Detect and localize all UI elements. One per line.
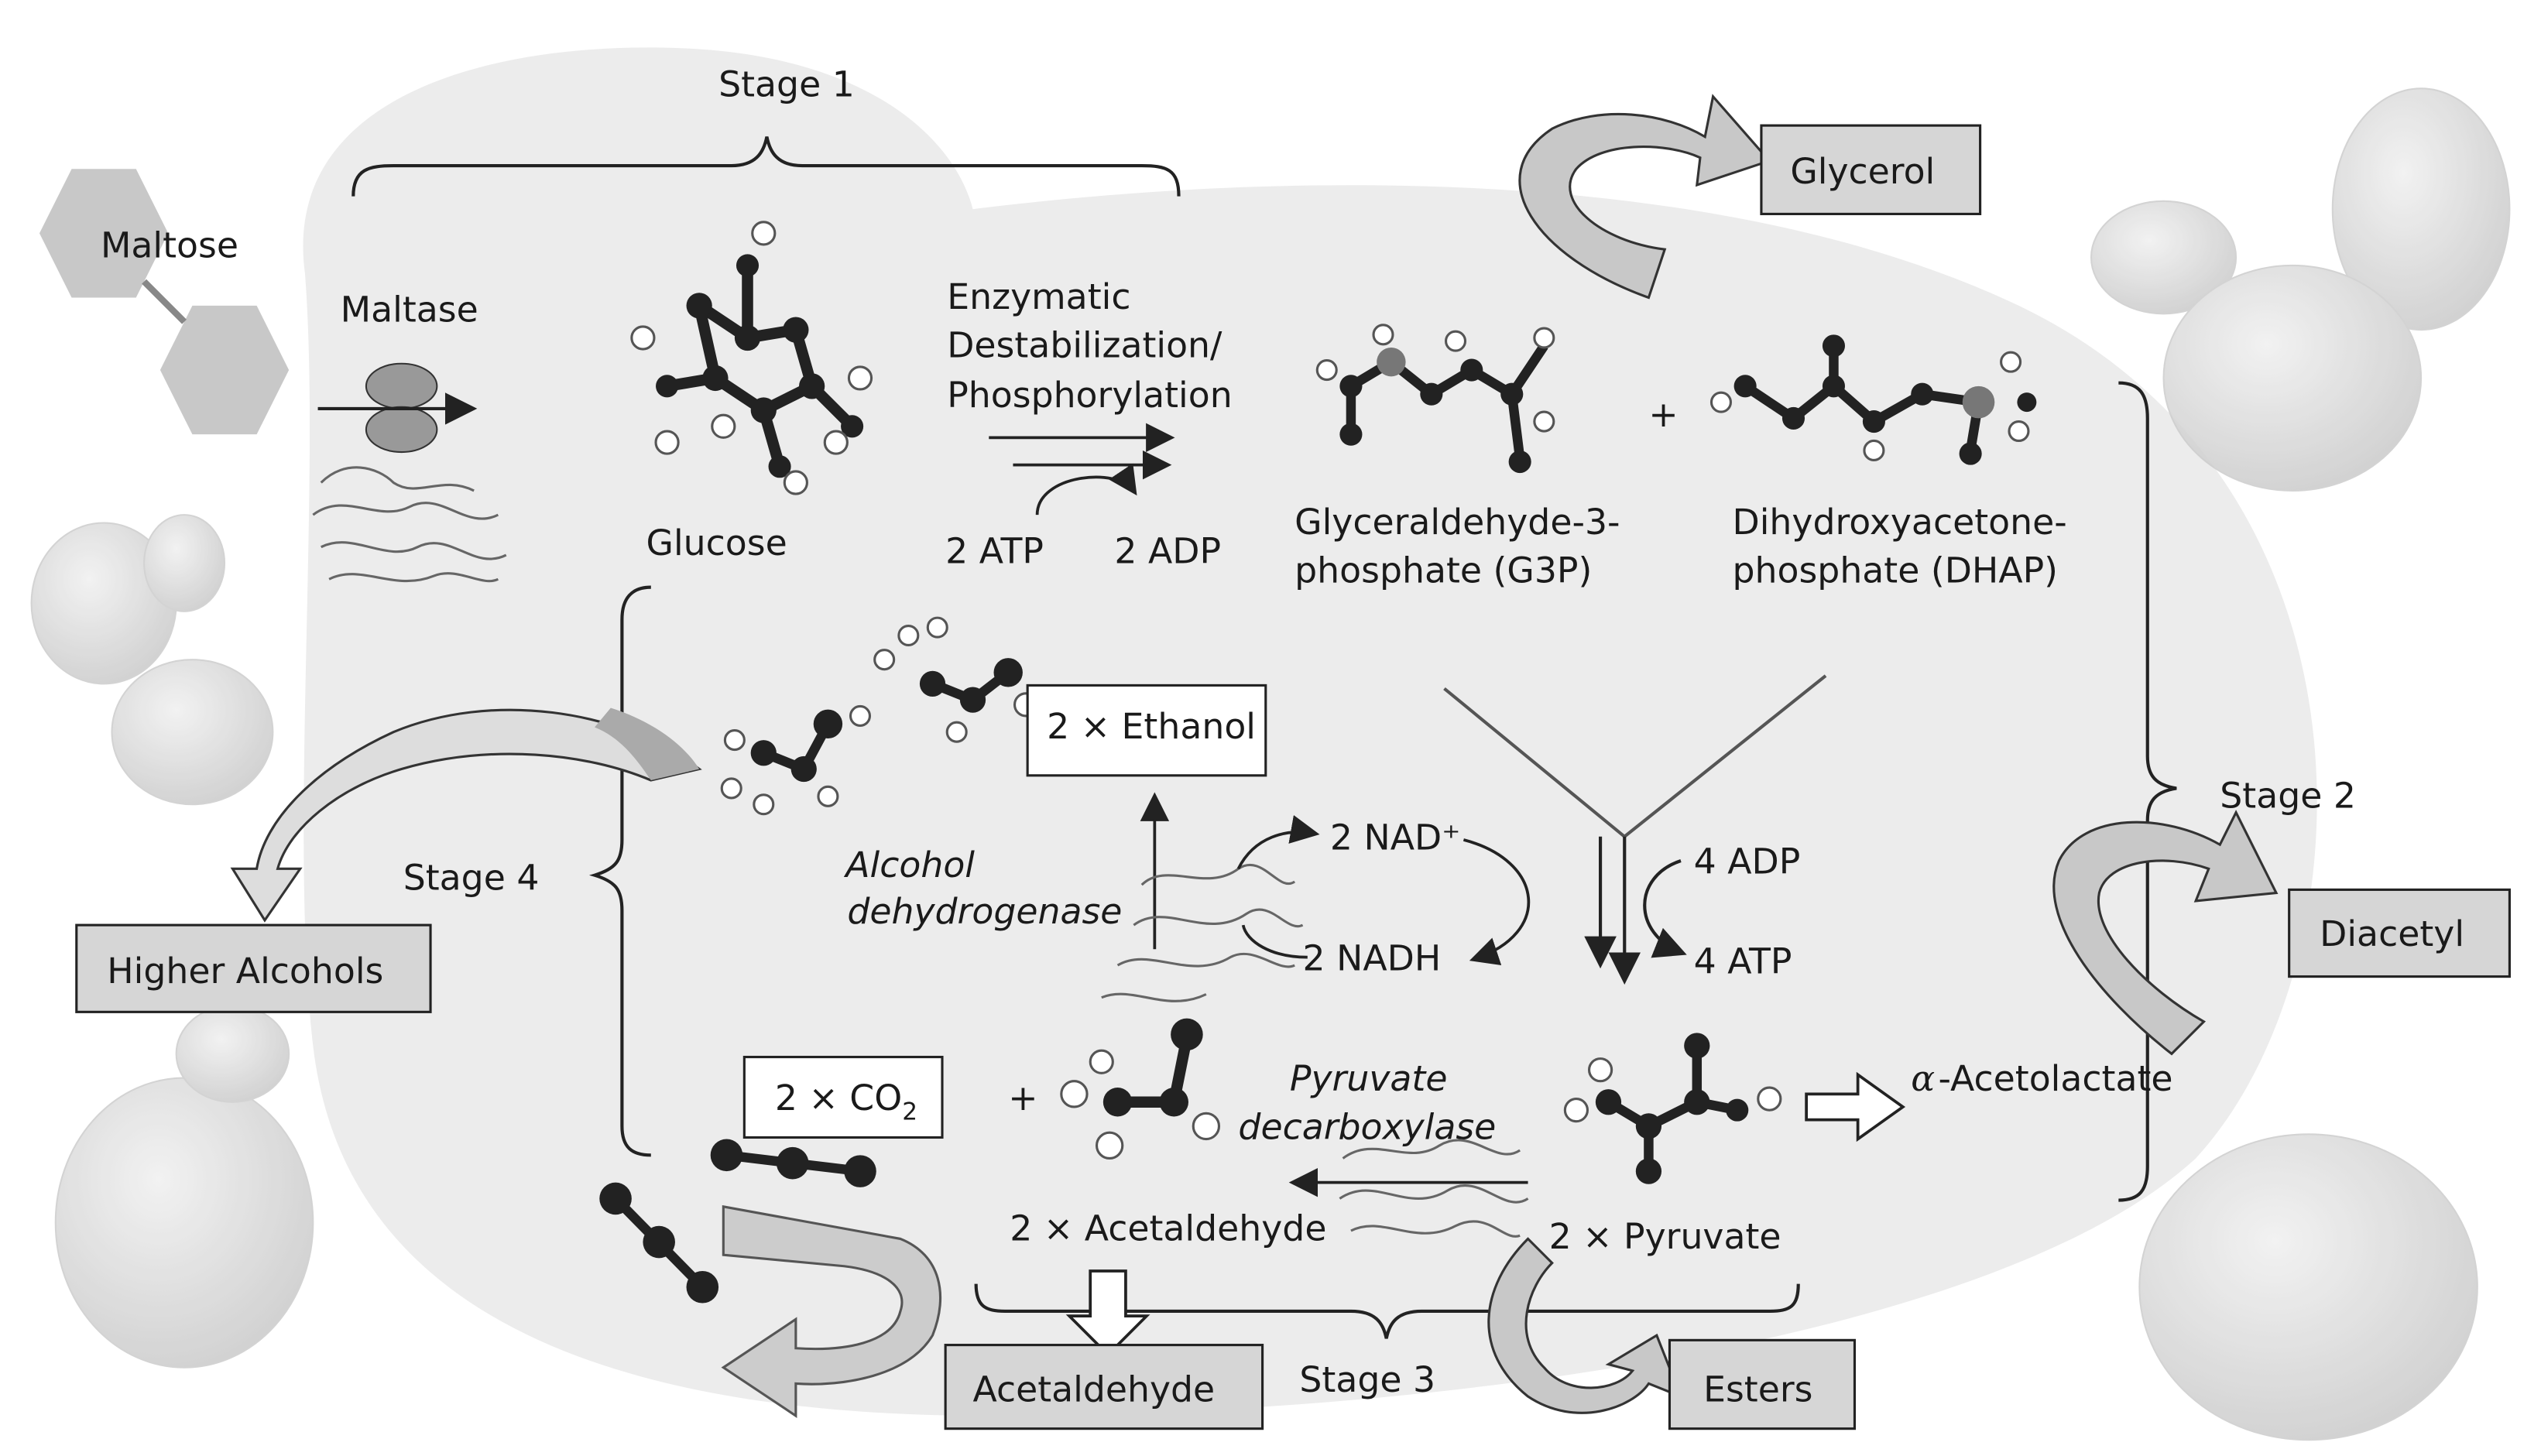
adh-label-line1: Alcohol <box>843 844 975 886</box>
adp-output-label: 2 ADP <box>1114 530 1221 571</box>
glucose-molecule-icon <box>630 221 873 495</box>
glycerol-label: Glycerol <box>1790 151 1935 192</box>
stage2-label: Stage 2 <box>2220 775 2356 816</box>
diacetyl-box <box>2288 888 2511 978</box>
yeast-cells-decoration <box>30 87 2511 1441</box>
maltase-label: Maltase <box>341 289 478 331</box>
ethanol-label: 2 × Ethanol <box>1047 706 1256 747</box>
co2-label: 2 × CO2 <box>775 1077 917 1125</box>
adh-label-line2: dehydrogenase <box>847 891 1122 932</box>
acetolactate-label: -Acetolactate <box>1939 1058 2173 1099</box>
maltase-enzyme-icon <box>312 362 507 583</box>
nadh-label: 2 NADH <box>1303 937 1442 978</box>
stage4-brace <box>588 585 651 1157</box>
dhap-label-line1: Dihydroxyacetone- <box>1733 502 2067 543</box>
ethanol-box <box>1026 683 1267 777</box>
g3p-molecule-icon <box>1315 324 1555 474</box>
acetaldehyde-box <box>944 1344 1264 1430</box>
ethanol-molecule-icon <box>720 616 1039 816</box>
stage1-brace <box>351 136 1181 197</box>
glucose-label: Glucose <box>646 522 787 564</box>
plus-bottom: + <box>1008 1077 1037 1119</box>
stage1-label: Stage 1 <box>718 64 855 105</box>
enzymatic-label-line2: Destabilization/ <box>947 324 1222 365</box>
atp-input-label: 2 ATP <box>945 530 1044 571</box>
glycolysis-convergence-lines <box>1443 674 1827 985</box>
maltose-label: Maltose <box>101 225 238 266</box>
g3p-label-line2: phosphate (G3P) <box>1295 550 1592 591</box>
maltose-icon <box>39 169 290 435</box>
stage3-brace <box>974 1283 1800 1339</box>
acetolactate-alpha: α <box>1911 1058 1935 1099</box>
enzymatic-label-line1: Enzymatic <box>947 276 1130 317</box>
stage4-label: Stage 4 <box>403 857 540 898</box>
g3p-label-line1: Glyceraldehyde-3- <box>1295 502 1620 543</box>
esters-label: Esters <box>1703 1369 1812 1410</box>
acetaldehyde-label: 2 × Acetaldehyde <box>1010 1208 1326 1249</box>
nad-cycle-arrows <box>1236 815 1531 966</box>
diacetyl-label: Diacetyl <box>2320 913 2464 954</box>
pyruvate-label: 2 × Pyruvate <box>1549 1216 1781 1257</box>
acetaldehyde-down-arrow <box>1065 1269 1150 1357</box>
higher-alcohols-label: Higher Alcohols <box>107 951 383 992</box>
pdc-label-line2: decarboxylase <box>1238 1107 1496 1148</box>
esters-box <box>1668 1338 1857 1430</box>
higher-alcohols-curved-arrow <box>230 707 702 923</box>
stage3-label: Stage 3 <box>1299 1359 1435 1400</box>
pyruvate-molecule-icon <box>1563 1033 1782 1184</box>
glycerol-box <box>1760 124 1982 215</box>
pdc-enzyme-icon <box>1339 1139 1529 1238</box>
co2-box <box>742 1055 944 1139</box>
higher-alcohols-box <box>75 923 432 1013</box>
enzymatic-label-line3: Phosphorylation <box>947 375 1232 416</box>
co2-release-curved-arrow <box>721 1204 942 1418</box>
nad-label: 2 NAD⁺ <box>1330 817 1460 858</box>
diacetyl-curved-arrow <box>2052 810 2279 1056</box>
adp4-label: 4 ADP <box>1694 841 1801 882</box>
stage2-brace <box>2118 381 2177 1202</box>
dhap-molecule-icon <box>1709 334 2037 465</box>
acetaldehyde-molecule-icon <box>1060 1018 1221 1160</box>
dhap-label-line2: phosphate (DHAP) <box>1733 550 2059 591</box>
co2-molecule-icon <box>599 1139 876 1304</box>
esters-curved-arrow <box>1487 1237 1683 1414</box>
adh-enzyme-icon <box>1101 863 1304 1002</box>
plus-top: + <box>1648 394 1678 435</box>
glycerol-curved-arrow <box>1518 94 1772 300</box>
pdc-label-line1: Pyruvate <box>1290 1058 1448 1099</box>
atp4-label: 4 ATP <box>1694 940 1792 982</box>
acetolactate-arrow <box>1805 1071 1906 1143</box>
phosphorylation-arrows <box>989 423 1175 516</box>
acetaldehyde-byproduct-label: Acetaldehyde <box>972 1369 1215 1410</box>
